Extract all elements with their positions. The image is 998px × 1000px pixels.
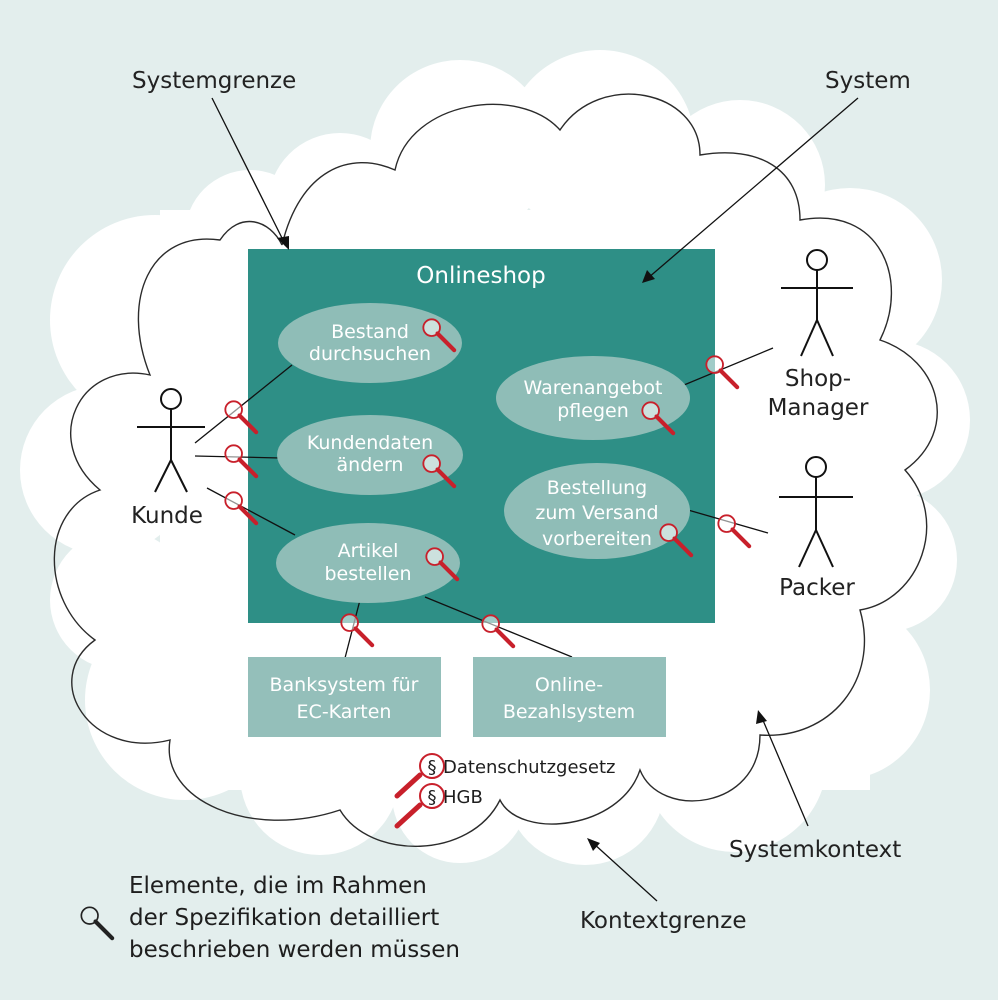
label-kontextgrenze: Kontextgrenze xyxy=(580,908,746,934)
paragraph-icon: § xyxy=(428,757,437,778)
svg-text:Online-Bezahlsystem: Online- Bezahlsystem xyxy=(503,674,635,723)
external-label: Bezahlsystem xyxy=(503,701,635,723)
usecase-label: durchsuchen xyxy=(309,343,431,365)
law-label: Datenschutzgesetz xyxy=(443,757,616,778)
law-item-datenschutz: § Datenschutzgesetz xyxy=(394,753,616,799)
external-label: Online- xyxy=(535,674,603,696)
usecase-label: bestellen xyxy=(324,563,411,585)
usecase-label: Kundendaten xyxy=(307,432,433,454)
paragraph-icon: § xyxy=(428,787,437,808)
callout-arrows xyxy=(211,97,859,902)
magnifier-icon xyxy=(81,907,112,938)
usecase-label: Artikel xyxy=(338,540,399,562)
actor-label-packer: Packer xyxy=(779,575,855,601)
usecase-label: Bestand xyxy=(331,321,409,343)
usecase-label: vorbereiten xyxy=(542,528,652,550)
external-label: EC-Karten xyxy=(297,701,392,723)
actor-shopmanager xyxy=(781,249,853,357)
actor-packer xyxy=(779,456,853,568)
law-item-hgb: § HGB xyxy=(394,783,483,829)
legend-text-line: Elemente, die im Rahmen xyxy=(129,873,427,899)
usecase-label: pflegen xyxy=(557,400,629,422)
law-label: HGB xyxy=(443,787,483,808)
svg-text:Shop-Manager: Shop- Manager xyxy=(768,366,869,421)
external-bezahl: Online- Bezahlsystem xyxy=(473,657,666,737)
actor-label-kunde: Kunde xyxy=(131,503,203,529)
label-system: System xyxy=(825,68,911,94)
legend-text-line: beschrieben werden müssen xyxy=(129,937,460,963)
legend-text-line: der Spezifikation detailliert xyxy=(129,905,439,931)
actor-label-shopmanager: Manager xyxy=(768,395,869,421)
usecase-bestellung: Bestellung zum Versand vorbereiten xyxy=(504,463,690,559)
external-label: Banksystem für xyxy=(270,674,419,696)
usecase-label: ändern xyxy=(337,454,404,476)
legend: Elemente, die im Rahmen der Spezifikation… xyxy=(81,873,460,963)
label-systemkontext: Systemkontext xyxy=(729,837,901,863)
usecase-label: Warenangebot xyxy=(524,377,663,399)
label-systemgrenze: Systemgrenze xyxy=(132,68,296,94)
system-title: Onlineshop xyxy=(416,263,545,289)
actor-kunde xyxy=(137,388,205,493)
actor-label-shopmanager: Shop- xyxy=(785,366,851,392)
usecase-label: Bestellung xyxy=(547,477,647,499)
usecase-label: zum Versand xyxy=(535,502,658,524)
